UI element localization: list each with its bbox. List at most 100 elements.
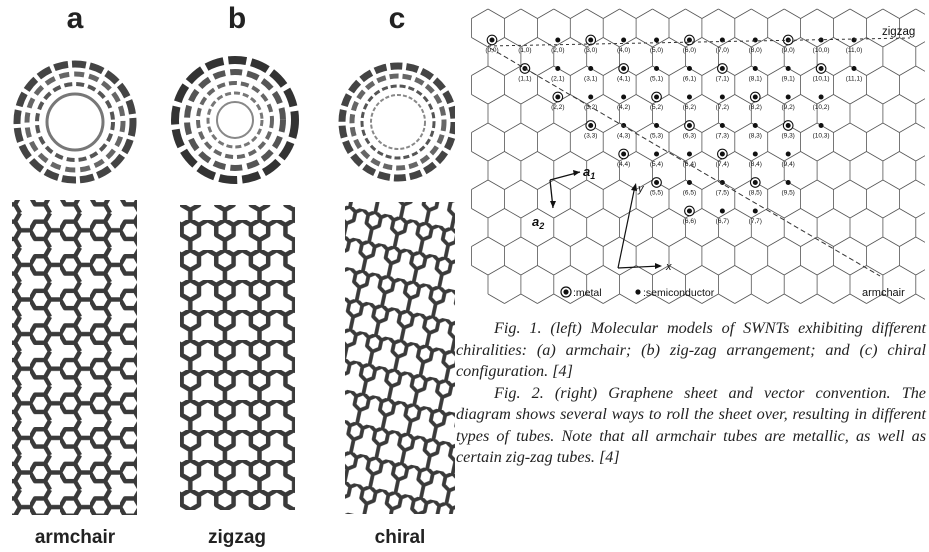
lattice-point-label: (6,6) [683, 218, 696, 225]
lattice-point-label: (1,0) [518, 47, 531, 54]
panel-letter-b: b [182, 2, 292, 36]
lattice-point-label: (11,0) [846, 47, 863, 54]
lattice-point-label: (6,2) [683, 104, 696, 111]
lattice-point: (6,0) [683, 35, 696, 54]
nanotube-models [0, 40, 455, 525]
lattice-point-label: (7,3) [716, 133, 729, 140]
lattice-point-label: (9,1) [781, 76, 794, 83]
lattice-point-label: (7,2) [716, 104, 729, 111]
lattice-point: (2,0) [551, 38, 564, 55]
lattice-point-label: (10,0) [813, 47, 830, 54]
lattice-point: (10,3) [813, 123, 830, 140]
lattice-point: (6,6) [683, 206, 696, 225]
legend-semiconductor-label: :semiconductor [643, 287, 715, 299]
lattice-point-label: (8,0) [749, 47, 762, 54]
lattice-point: (4,0) [617, 38, 630, 55]
lattice-point: (8,4) [749, 152, 762, 169]
figure-caption: Fig. 1. (left) Molecular models of SWNTs… [456, 318, 926, 469]
lattice-point: (1,0) [518, 47, 531, 54]
lattice-point-label: (4,4) [617, 161, 630, 168]
lattice-point: (8,0) [749, 38, 762, 55]
lattice-point: (5,2) [650, 92, 663, 111]
lattice-point-label: (8,2) [749, 104, 762, 111]
lattice-point-label: (2,1) [551, 76, 564, 83]
lattice-point: (1,1) [518, 64, 531, 83]
lattice-point-label: (6,0) [683, 47, 696, 54]
panel-letter-c: c [342, 2, 452, 36]
caption-fig1: Fig. 1. (left) Molecular models of SWNTs… [456, 318, 926, 383]
lattice-point: (6,5) [683, 180, 696, 197]
lattice-point-label: (0,0) [485, 47, 498, 54]
lattice-point: (5,5) [650, 178, 663, 197]
lattice-point-label: (3,0) [584, 47, 597, 54]
lattice-point: (3,1) [584, 66, 597, 83]
lattice-point-label: (8,5) [749, 190, 762, 197]
lattice-point-label: (7,0) [716, 47, 729, 54]
panel-letter-a: a [20, 2, 130, 36]
lattice-point-label: (4,2) [617, 104, 630, 111]
lattice-point: (6,3) [683, 121, 696, 140]
lattice-point-label: (5,2) [650, 104, 663, 111]
lattice-point-label: (4,0) [617, 47, 630, 54]
vector-a2-label: a2 [532, 214, 544, 231]
lattice-point: (6,1) [683, 66, 696, 83]
tube-name-armchair: armchair [10, 527, 140, 549]
lattice-point-label: (10,3) [813, 133, 830, 140]
xy-axes: x y [618, 183, 672, 273]
lattice-point-label: (7,1) [716, 76, 729, 83]
lattice-point: (7,1) [716, 64, 729, 83]
graphene-lattice-diagram: (0,0) (1,0) (2,0) (3,0) (4,0) (5,0) (6,0) (7,0)… [470, 8, 925, 308]
lattice-point-label: (4,1) [617, 76, 630, 83]
lattice-point: (4,2) [617, 95, 630, 112]
tube-side-view-armchair [12, 200, 137, 515]
lattice-point-label: (5,3) [650, 133, 663, 140]
lattice-point-label: (9,0) [781, 47, 794, 54]
lattice-point: (5,0) [650, 38, 663, 55]
lattice-point: (3,3) [584, 121, 597, 140]
lattice-point-label: (10,1) [813, 76, 830, 83]
lattice-point: (8,5) [749, 178, 762, 197]
lattice-point-label: (9,2) [781, 104, 794, 111]
lattice-point-label: (2,2) [551, 104, 564, 111]
lattice-point: (8,2) [749, 92, 762, 111]
lattice-point-label: (6,3) [683, 133, 696, 140]
unit-vectors: a1 a2 [532, 164, 595, 231]
lattice-point-label: (1,1) [518, 76, 531, 83]
tube-side-view-chiral [345, 202, 455, 514]
lattice-point: (9,1) [781, 66, 794, 83]
lattice-point-label: (11,1) [846, 76, 863, 83]
lattice-point-label: (5,4) [650, 161, 663, 168]
lattice-point-label: (7,7) [749, 218, 762, 225]
lattice-point-label: (8,1) [749, 76, 762, 83]
lattice-point-label: (7,5) [716, 190, 729, 197]
lattice-point-label: (8,3) [749, 133, 762, 140]
lattice-point: (0,0) [485, 35, 498, 54]
caption-fig2: Fig. 2. (right) Graphene sheet and vecto… [456, 383, 926, 469]
tube-end-view-zigzag [175, 60, 295, 180]
lattice-point: (2,1) [551, 66, 564, 83]
tube-end-view-armchair [17, 64, 133, 180]
lattice-point-label: (7,4) [716, 161, 729, 168]
lattice-point-label: (8,4) [749, 161, 762, 168]
lattice-point: (5,3) [650, 123, 663, 140]
lattice-point-label: (10,2) [813, 104, 830, 111]
lattice-point-label: (2,0) [551, 47, 564, 54]
lattice-point-label: (9,3) [781, 133, 794, 140]
lattice-point: (5,4) [650, 152, 663, 169]
lattice-point-label: (4,3) [617, 133, 630, 140]
lattice-point: (9,2) [781, 95, 794, 112]
lattice-point: (9,5) [781, 180, 794, 197]
legend-semiconductor-marker [635, 289, 640, 294]
lattice-point-label: (3,3) [584, 133, 597, 140]
lattice-point-label: (9,4) [781, 161, 794, 168]
tube-name-chiral: chiral [335, 527, 465, 549]
lattice-point: (5,1) [650, 66, 663, 83]
lattice-point: (11,1) [846, 66, 863, 83]
lattice-point-label: (6,7) [716, 218, 729, 225]
lattice-point: (6,7) [716, 209, 729, 226]
lattice-point: (8,1) [749, 66, 762, 83]
lattice-point: (7,7) [749, 209, 762, 226]
lattice-point: (4,4) [617, 149, 630, 168]
lattice-point-label: (5,5) [650, 190, 663, 197]
tube-name-zigzag: zigzag [172, 527, 302, 549]
